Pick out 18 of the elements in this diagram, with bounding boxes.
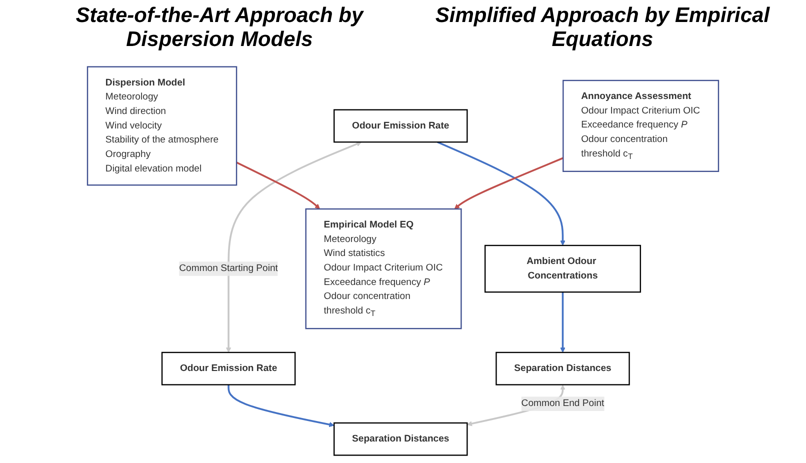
arrow — [437, 141, 566, 246]
arrow — [454, 157, 564, 210]
node-box: Odour Emission Rate — [161, 352, 296, 386]
node-box: Dispersion Model Meteorology Wind direction Wind velocity Stability of the atmosphere Orography Digital elevation model — [86, 66, 238, 186]
node-box: Annoyance Assessment Odour Impact Criterium OIC Exceedance frequency P Odour concentration threshold c$_{T}$ — [562, 80, 720, 172]
node-box: Separation Distances — [496, 352, 630, 386]
arrow — [226, 142, 362, 353]
arrow — [560, 292, 566, 353]
arrow — [236, 162, 320, 210]
edge-label: Common End Point — [521, 398, 604, 409]
node-box: Empirical Model EQ Meteorology Wind statistics Odour Impact Criterium OIC Exceedance frequency P Odour concentration threshold c$_{T}$ — [305, 208, 462, 330]
column-heading: State-of-the-Art Approach by Dispersion Models — [74, 4, 365, 53]
edge-label: Common Starting Point — [179, 263, 278, 274]
arrow — [228, 384, 334, 428]
node-box: Odour Emission Rate — [334, 109, 468, 143]
node-box: Ambient Odour Concentrations — [484, 244, 642, 293]
column-heading: Simplified Approach by Empirical Equations — [434, 4, 771, 53]
node-box: Separation Distances — [334, 422, 468, 456]
